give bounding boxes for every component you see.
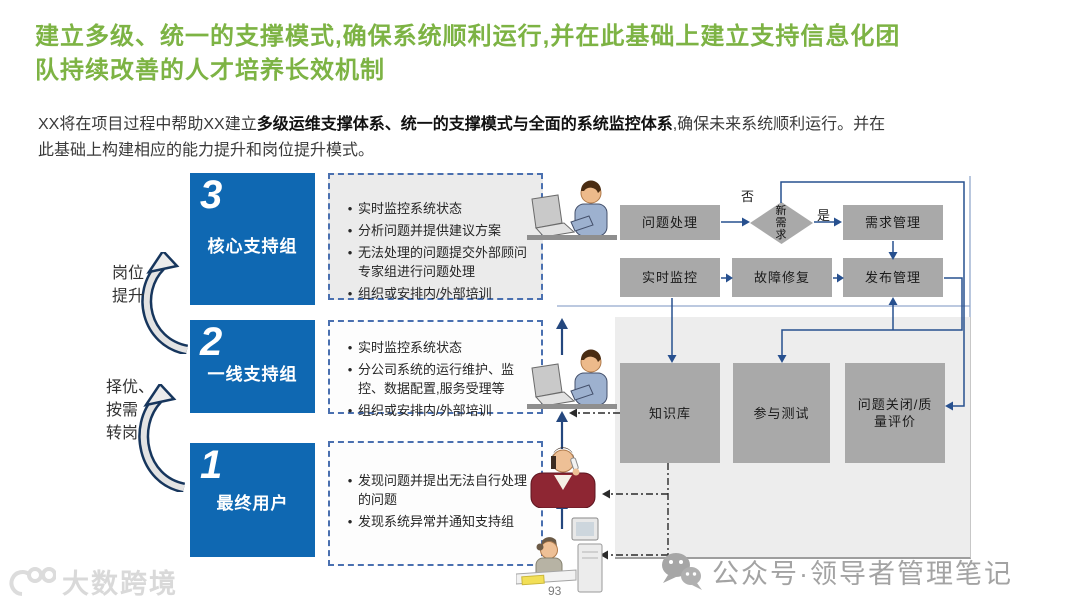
level-3-box: 3 核心支持组 <box>190 173 315 305</box>
bullet-icon: • <box>347 362 353 377</box>
level-3-bullets-box: • 实时监控系统状态 • 分析问题并提供建议方案 • 无法处理的问题提交外部顾问专家组… <box>328 173 543 303</box>
intro-line1: XX将在项目过程中帮助XX建立多级运维支撑体系、统一的支撑模式与全面的系统监控体… <box>38 112 1046 138</box>
level-1-box: 1 最终用户 <box>190 443 315 557</box>
person-at-laptop-clipart <box>527 178 617 244</box>
bullet-icon: • <box>347 223 353 238</box>
intro-post: ,确保未来系统顺利运行。并在 <box>672 116 886 133</box>
flow-box-knowledge-base: 知识库 <box>620 363 720 463</box>
level-1-number: 1 <box>200 443 223 487</box>
bullet-text: 实时监控系统状态 <box>358 340 463 355</box>
bullet-item: • 组织或安排内/外部培训 <box>342 284 535 303</box>
bullet-item: • 发现系统异常并通知支持组 <box>342 512 535 531</box>
bullet-icon: • <box>347 201 353 216</box>
label-transfer: 择优、 按需 转岗 <box>106 379 155 442</box>
label-promotion: 岗位 提升 <box>112 265 145 305</box>
level-2-label: 一线支持组 <box>207 365 298 384</box>
logo-text: 大数跨境 <box>62 569 178 599</box>
bullet-icon: • <box>347 286 353 301</box>
level-1-label: 最终用户 <box>216 494 289 513</box>
flow-box-close-quality: 问题关闭/质量评价 <box>845 363 945 463</box>
curved-up-arrow-top <box>133 252 193 354</box>
bullet-text: 组织或安排内/外部培训 <box>358 403 492 418</box>
curved-up-arrow-bottom <box>128 384 192 492</box>
bullet-text: 分析问题并提供建议方案 <box>358 223 502 238</box>
bullet-item: • 发现问题并提出无法自行处理的问题 <box>342 471 535 509</box>
intro-bold: 多级运维支撑体系、统一的支撑模式与全面的系统监控体系 <box>256 116 673 133</box>
logo-100-icon <box>9 566 56 596</box>
decision-no-label: 否 <box>741 189 755 204</box>
intro-pre: XX将在项目过程中帮助XX建立 <box>38 116 257 133</box>
flow-box-monitor: 实时监控 <box>620 258 720 297</box>
watermark: 公众号·领导者管理笔记 <box>660 549 1013 593</box>
level-1-bullets-box: • 发现问题并提出无法自行处理的问题 • 发现系统异常并通知支持组 <box>328 441 543 566</box>
woman-on-phone-clipart <box>523 446 603 508</box>
logo: 大数跨境 <box>8 562 178 601</box>
intro-paragraph: XX将在项目过程中帮助XX建立多级运维支撑体系、统一的支撑模式与全面的系统监控体… <box>38 112 1046 164</box>
wechat-icon <box>662 553 702 590</box>
flow-box-release: 发布管理 <box>843 258 943 297</box>
bullet-item: • 无法处理的问题提交外部顾问专家组进行问题处理 <box>342 243 535 281</box>
bullet-icon: • <box>347 473 353 488</box>
bullet-icon: • <box>347 340 353 355</box>
decision-label: 新需求 <box>775 205 787 241</box>
bullet-item: • 实时监控系统状态 <box>342 338 535 357</box>
title-line2: 队持续改善的人才培养长效机制 <box>35 57 385 84</box>
level-2-number: 2 <box>200 320 223 364</box>
bullet-icon: • <box>347 245 353 260</box>
bullet-item: • 分析问题并提供建议方案 <box>342 221 535 240</box>
bullet-text: 发现问题并提出无法自行处理的问题 <box>358 473 528 507</box>
flow-box-issue: 问题处理 <box>620 205 720 240</box>
person-at-laptop-clipart <box>527 347 617 413</box>
bullet-item: • 分公司系统的运行维护、监控、数据配置,服务受理等 <box>342 360 535 398</box>
bullet-text: 无法处理的问题提交外部顾问专家组进行问题处理 <box>358 245 528 279</box>
title-line1: 建立多级、统一的支撑模式,确保系统顺利运行,并在此基础上建立支持信息化团 <box>35 23 901 50</box>
bullet-item: • 组织或安排内/外部培训 <box>342 401 535 420</box>
flow-box-repair: 故障修复 <box>732 258 832 297</box>
bullet-text: 组织或安排内/外部培训 <box>358 286 492 301</box>
bullet-text: 实时监控系统状态 <box>358 201 463 216</box>
level-2-box: 2 一线支持组 <box>190 320 315 413</box>
level-3-label: 核心支持组 <box>207 237 298 256</box>
flow-box-demand: 需求管理 <box>843 205 943 240</box>
bullet-text: 发现系统异常并通知支持组 <box>358 514 515 529</box>
bullet-item: • 实时监控系统状态 <box>342 199 535 218</box>
bullet-text: 分公司系统的运行维护、监控、数据配置,服务受理等 <box>358 362 515 396</box>
bullet-icon: • <box>347 514 353 529</box>
decision-yes-label: 是 <box>817 208 831 223</box>
intro-line2: 此基础上构建相应的能力提升和岗位提升模式。 <box>38 142 375 159</box>
page-number: 93 <box>548 584 562 598</box>
flow-box-testing: 参与测试 <box>733 363 830 463</box>
bullet-icon: • <box>347 403 353 418</box>
level-2-bullets-box: • 实时监控系统状态 • 分公司系统的运行维护、监控、数据配置,服务受理等 • 组织或… <box>328 320 543 418</box>
page-title: 建立多级、统一的支撑模式,确保系统顺利运行,并在此基础上建立支持信息化团 队持续… <box>35 20 1053 88</box>
watermark-text: 公众号·领导者管理笔记 <box>712 558 1013 589</box>
level-3-number: 3 <box>200 173 223 217</box>
woman-at-desk-clipart <box>516 512 608 602</box>
